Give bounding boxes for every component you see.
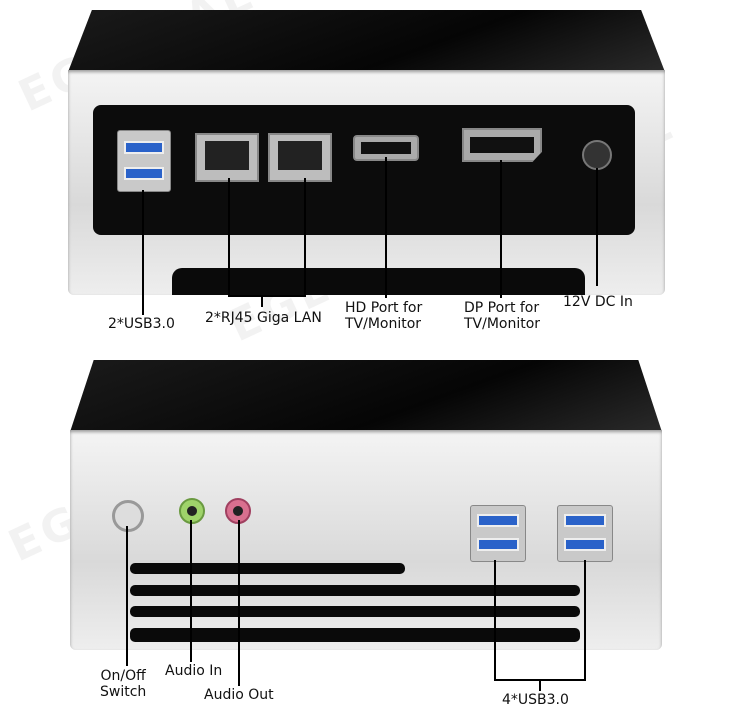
callout-line: [584, 560, 586, 680]
callout-line: [494, 560, 496, 680]
device-top: [68, 10, 665, 72]
vent-slot: [172, 268, 585, 295]
rear-io-panel: [93, 105, 635, 235]
usb-port-pair: [557, 505, 613, 562]
usb-port-pair: [470, 505, 526, 562]
callout-line: [238, 520, 240, 686]
displayport: [462, 128, 542, 162]
label-audio-in: Audio In: [165, 663, 223, 679]
callout-line: [228, 295, 306, 297]
label-usb-front: 4*USB3.0: [502, 692, 569, 708]
vent-slot: [130, 585, 580, 596]
callout-line: [142, 190, 144, 315]
callout-line: [385, 157, 387, 298]
callout-line: [596, 168, 598, 286]
label-power-line2: Switch: [100, 684, 147, 700]
rj45-port: [268, 133, 332, 182]
rj45-port: [195, 133, 259, 182]
label-dp-line2: TV/Monitor: [464, 316, 541, 332]
usb-port-pair: [117, 130, 171, 192]
label-hd-line1: HD Port for: [345, 300, 423, 316]
callout-line: [228, 178, 230, 296]
callout-line: [261, 295, 263, 307]
device-top: [70, 360, 662, 432]
label-dc: 12V DC In: [563, 294, 633, 310]
dc-in-jack: [582, 140, 612, 170]
label-lan: 2*RJ45 Giga LAN: [205, 310, 322, 326]
label-usb: 2*USB3.0: [108, 316, 175, 332]
audio-in-jack: [179, 498, 205, 524]
callout-line: [190, 520, 192, 662]
power-button: [112, 500, 144, 532]
label-dp-line1: DP Port for: [464, 300, 540, 316]
label-hd-line2: TV/Monitor: [345, 316, 422, 332]
callout-line: [126, 526, 128, 666]
label-audio-out: Audio Out: [204, 687, 274, 703]
callout-line: [500, 160, 502, 298]
callout-line: [539, 679, 541, 691]
vent-slot: [130, 563, 405, 574]
vent-slot: [130, 628, 580, 642]
vent-slot: [130, 606, 580, 617]
label-power-line1: On/Off: [100, 668, 146, 684]
callout-line: [304, 178, 306, 296]
